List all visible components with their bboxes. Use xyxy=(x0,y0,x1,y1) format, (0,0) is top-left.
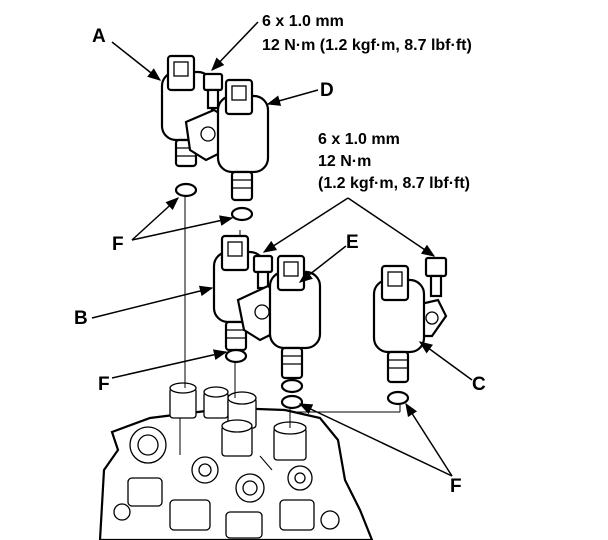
torque-spec-mid-line2: 12 N·m xyxy=(318,153,371,170)
callout-a: A xyxy=(92,26,106,47)
solenoid-e xyxy=(236,254,322,380)
o-ring-c xyxy=(386,390,410,406)
callout-c: C xyxy=(472,374,486,395)
torque-spec-top-line1: 6 x 1.0 mm xyxy=(262,13,344,30)
callout-f-lower-right: F xyxy=(450,476,462,497)
o-ring-e-lower xyxy=(280,394,304,410)
leader-lines xyxy=(91,21,473,477)
callout-d: D xyxy=(320,80,334,101)
mounting-bolt-right xyxy=(424,256,448,298)
solenoid-d xyxy=(184,78,270,202)
o-ring-a xyxy=(174,182,198,198)
callout-b: B xyxy=(74,308,88,329)
o-ring-b xyxy=(224,348,248,364)
callout-f-lower-left: F xyxy=(98,374,110,395)
o-ring-e-upper xyxy=(280,378,304,394)
o-ring-d xyxy=(230,206,254,222)
mounting-bolt-top xyxy=(202,72,224,110)
solenoid-c xyxy=(372,264,448,384)
callout-f-upper-left: F xyxy=(112,234,124,255)
callout-e: E xyxy=(346,232,359,253)
torque-spec-mid-line1: 6 x 1.0 mm xyxy=(318,131,400,148)
torque-spec-top-line2: 12 N·m (1.2 kgf·m, 8.7 lbf·ft) xyxy=(262,37,472,54)
transmission-housing xyxy=(98,382,374,540)
torque-spec-mid-line3: (1.2 kgf·m, 8.7 lbf·ft) xyxy=(318,175,470,192)
